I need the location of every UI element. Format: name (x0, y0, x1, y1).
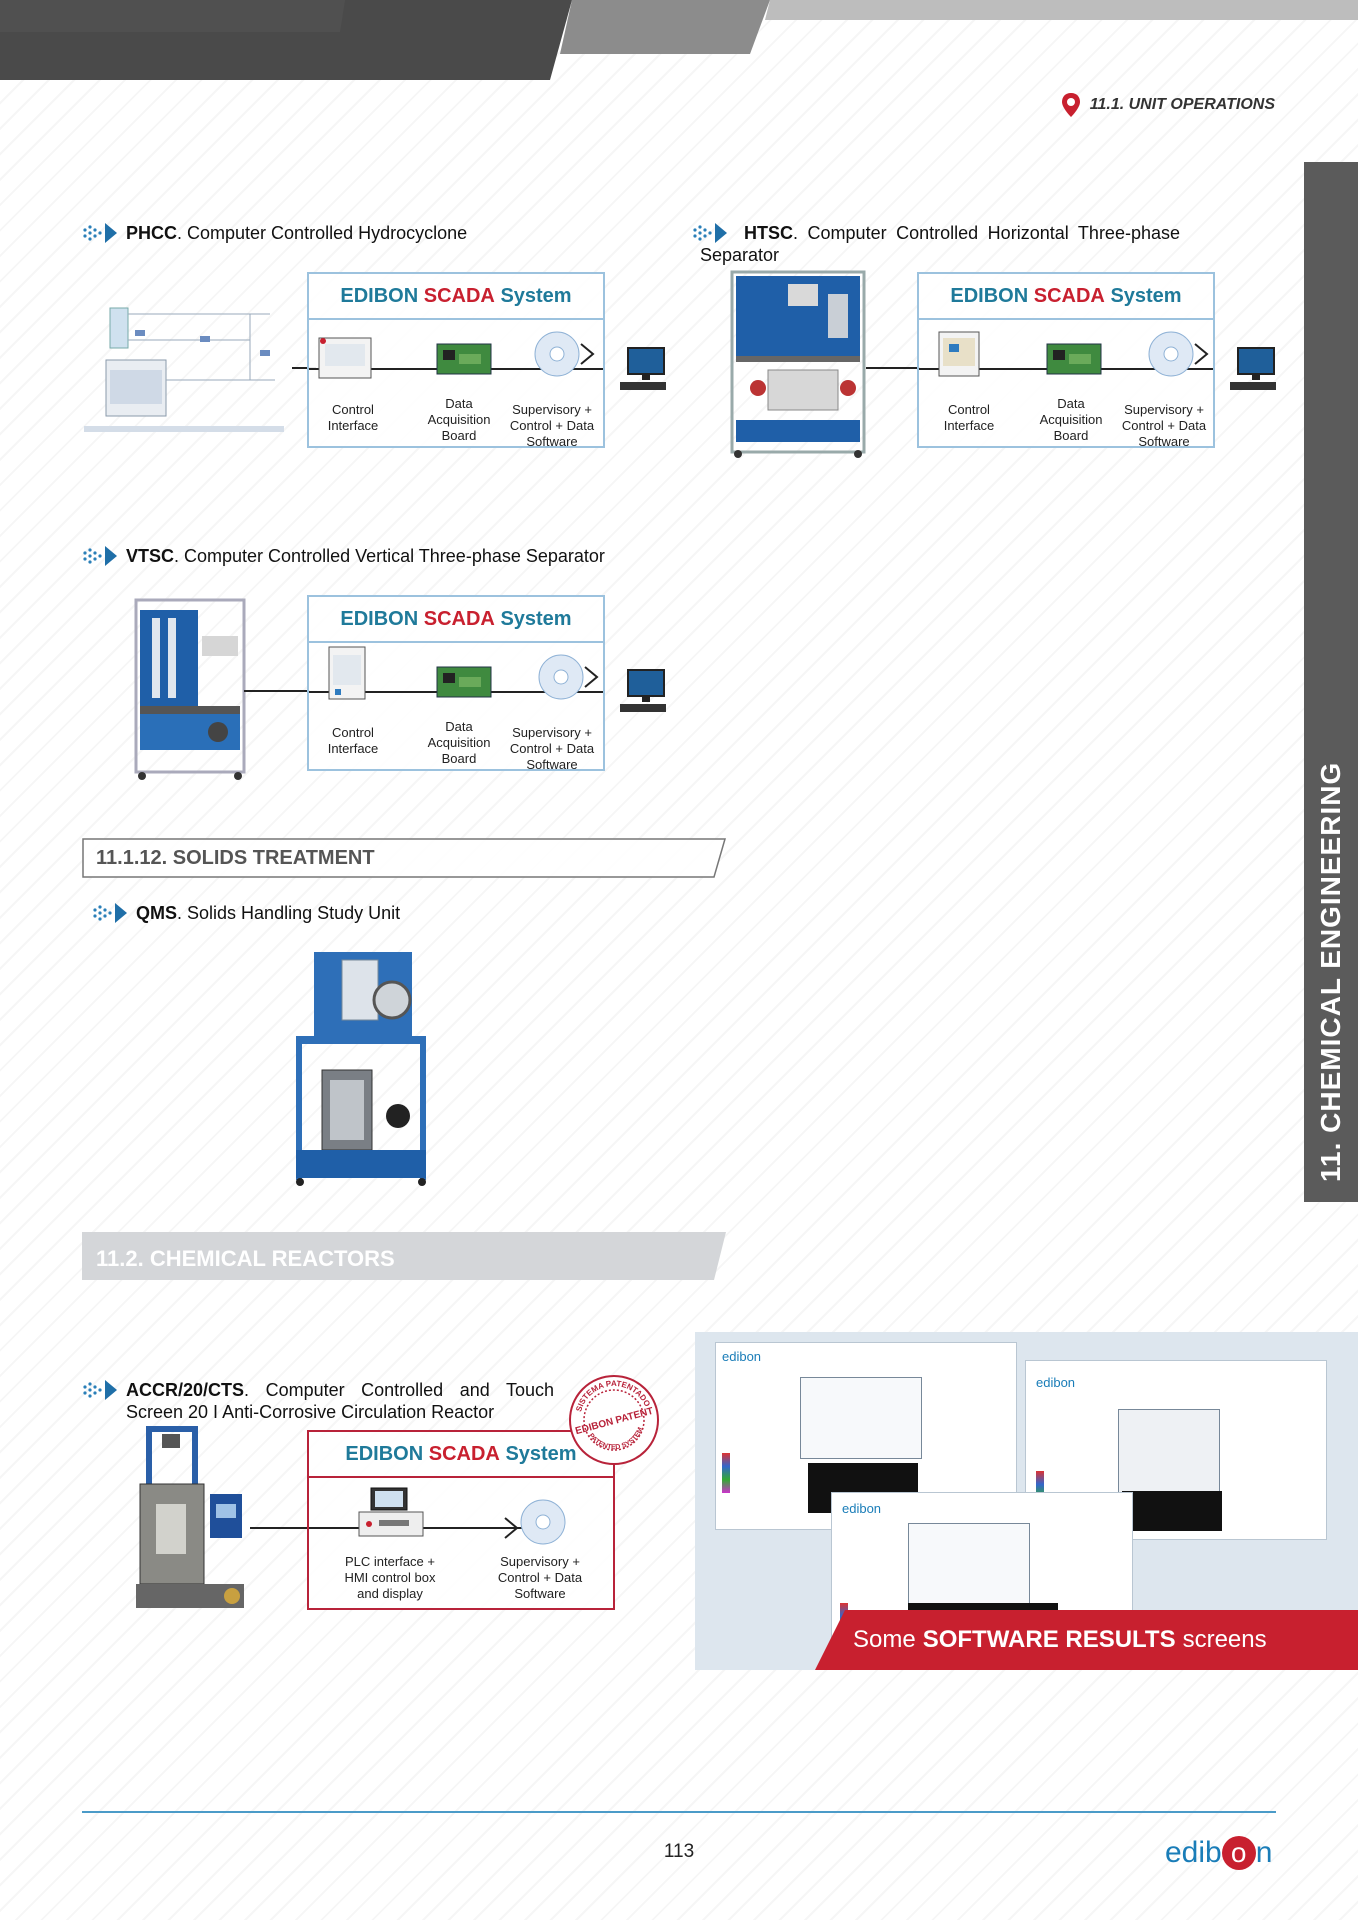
scada-title: EDIBON SCADA System (309, 597, 603, 643)
phcc-equipment-diagram (84, 307, 284, 432)
product-code: HTSC (744, 223, 793, 243)
chapter-tag-text: 11.1. UNIT OPERATIONS (1089, 96, 1275, 113)
scada-label-control-interface: Control Interface (327, 402, 379, 433)
connector-line (244, 690, 310, 692)
connector-line (292, 367, 316, 369)
scada-panel-accr: EDIBON SCADA System PLC interface + HMI … (307, 1430, 615, 1610)
section-heading-text: 11.1.12. SOLIDS TREATMENT (96, 847, 375, 869)
chapter-tag: 11.1. UNIT OPERATIONS (1060, 92, 1275, 118)
arrow-bullet-icon (83, 546, 117, 566)
connector-line (866, 367, 920, 369)
header-band (0, 0, 1358, 80)
product-desc: . Computer Controlled and Touch Screen 2… (126, 1380, 554, 1422)
scada-label-software: Supervisory + Control + Data Software (1121, 402, 1207, 449)
scada-panel-htsc: EDIBON SCADA System Control Interface Da… (917, 272, 1215, 449)
product-desc: . Computer Controlled Horizontal Three-p… (700, 223, 1180, 265)
product-desc: . Computer Controlled Hydrocyclone (177, 223, 468, 243)
section-heading-text: 11.2. CHEMICAL REACTORS (96, 1246, 395, 1271)
product-desc: . Computer Controlled Vertical Three-pha… (174, 546, 605, 566)
footer-divider (82, 1811, 1276, 1813)
product-title-phcc: PHCC. Computer Controlled Hydrocyclone (82, 222, 467, 244)
scada-components (309, 1487, 566, 1545)
product-title-accr: ACCR/20/CTS. Computer Controlled and Tou… (82, 1379, 554, 1423)
scada-title: EDIBON SCADA System (309, 274, 603, 320)
patent-seal: SISTEMA PATENTADO EDIBON PATENT PATENTED… (569, 1375, 659, 1465)
product-title-qms: QMS. Solids Handling Study Unit (92, 902, 400, 924)
scada-label-software: Supervisory + Control + Data Software (497, 1554, 583, 1601)
section-heading-solids: 11.1.12. SOLIDS TREATMENT (82, 838, 726, 878)
page-number: 113 (663, 1841, 695, 1862)
computer-monitor-icon (620, 347, 666, 390)
product-code: VTSC (126, 546, 175, 566)
scada-label-control-interface: Control Interface (327, 725, 379, 756)
product-code: ACCR/20/CTS (126, 1380, 245, 1400)
edibon-mini-logo: edibon (722, 1349, 762, 1364)
qms-equipment-photo (296, 952, 426, 1186)
chapter-side-tab-label: 11. CHEMICAL ENGINEERING (1315, 761, 1346, 1182)
product-desc: . Solids Handling Study Unit (177, 903, 401, 923)
map-pin-icon (1061, 93, 1080, 117)
scada-label-control-interface: Control Interface (943, 402, 995, 433)
scada-label-daq-board: Data Acquisition Board (427, 396, 491, 443)
scada-title: EDIBON SCADA System (309, 1432, 613, 1478)
arrow-bullet-icon (83, 223, 117, 243)
product-title-vtsc: VTSC. Computer Controlled Vertical Three… (82, 545, 605, 567)
product-code: QMS (136, 903, 178, 923)
scada-components (309, 331, 603, 379)
arrow-bullet-icon (83, 1380, 117, 1400)
scada-label-daq-board: Data Acquisition Board (427, 719, 491, 766)
vtsc-equipment-photo (134, 598, 246, 780)
software-screenshot-2: edibon (1025, 1360, 1327, 1540)
scada-title: EDIBON SCADA System (919, 274, 1213, 320)
section-heading-reactors: 11.2. CHEMICAL REACTORS (82, 1232, 726, 1280)
scada-panel-vtsc: EDIBON SCADA System Control Interface Da… (307, 595, 605, 772)
arrow-bullet-icon (93, 903, 127, 923)
scada-label-daq-board: Data Acquisition Board (1039, 396, 1103, 443)
scada-components (309, 646, 603, 700)
computer-monitor-icon (1230, 347, 1276, 390)
scada-components (919, 331, 1213, 377)
arrow-bullet-icon (693, 223, 727, 243)
chapter-side-tab: 11. CHEMICAL ENGINEERING (1304, 162, 1358, 1202)
scada-label-plc-interface: PLC interface + HMI control box and disp… (344, 1554, 436, 1601)
computer-monitor-icon (620, 669, 666, 712)
product-title-htsc: HTSC. Computer Controlled Horizontal Thr… (692, 222, 1180, 266)
scada-label-software: Supervisory + Control + Data Software (509, 402, 595, 449)
accr-equipment-photo (136, 1426, 244, 1608)
scada-panel-phcc: EDIBON SCADA System Control Interface Da… (307, 272, 605, 449)
product-code: PHCC (126, 223, 178, 243)
htsc-equipment-photo (730, 270, 866, 458)
scada-label-software: Supervisory + Control + Data Software (509, 725, 595, 772)
